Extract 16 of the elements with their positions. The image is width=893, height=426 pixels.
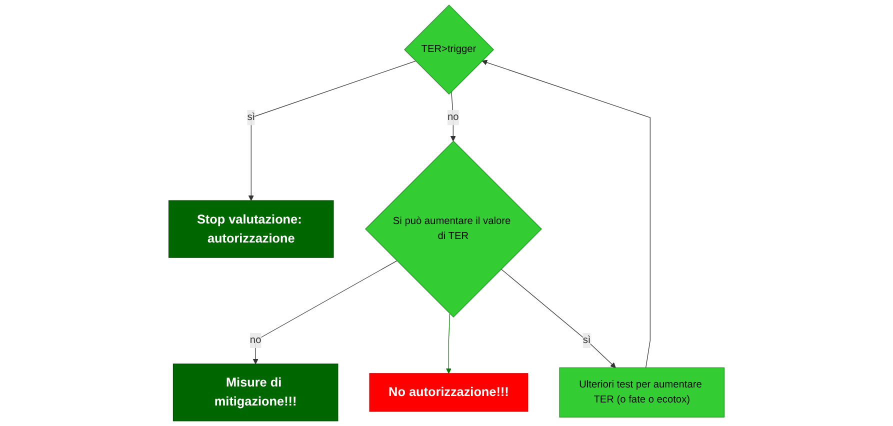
node-diamond: Si può aumentare il valore di TER (365, 140, 542, 318)
arrow (482, 60, 650, 368)
edge-label: sì (247, 112, 256, 123)
arrow (500, 268, 616, 368)
arrow (450, 91, 456, 142)
arrow (248, 60, 416, 201)
arrow (252, 260, 398, 364)
edge-label: no (448, 112, 459, 123)
edge-label: no (250, 334, 262, 346)
node-box: Stop valutazione: autorizzazione (168, 200, 334, 258)
node-box: Misure di mitigazione!!! (172, 364, 338, 422)
arrow (446, 313, 452, 374)
node-diamond: TER>trigger (404, 4, 494, 95)
edge-label: sì (582, 334, 591, 346)
node-box: No autorizzazione!!! (369, 373, 528, 412)
node-box: Ulteriori test per aumentare TER (o fate o ecotox) (559, 367, 724, 418)
